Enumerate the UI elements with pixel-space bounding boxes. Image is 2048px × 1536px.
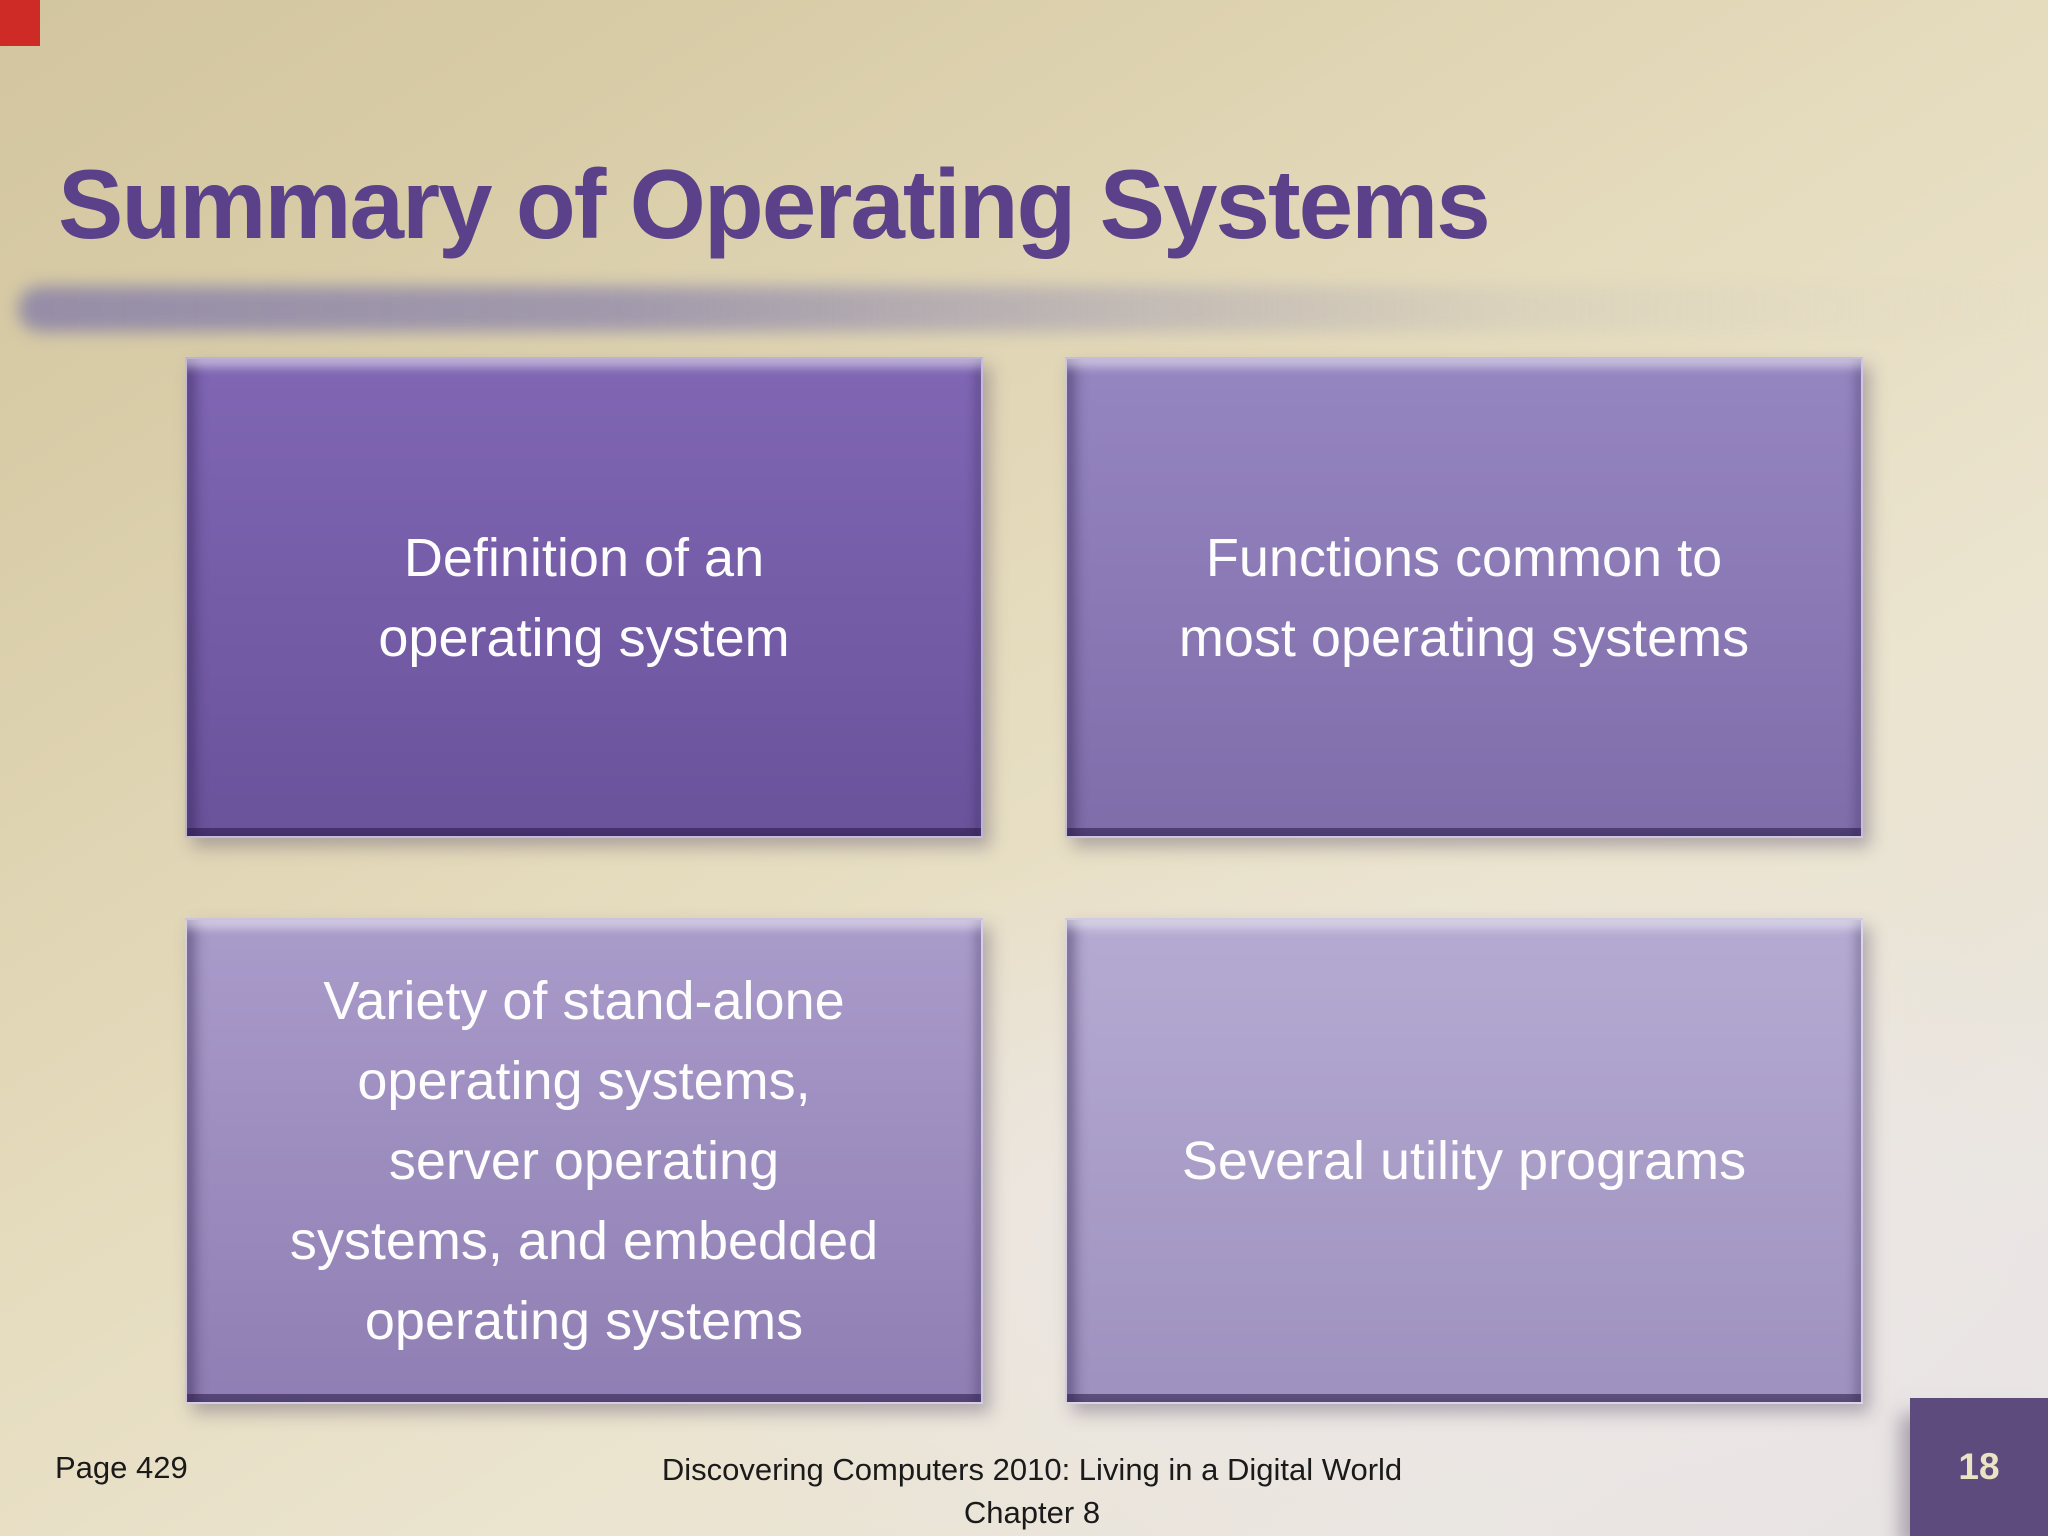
summary-box-label: Variety of stand-alone operating systems…	[289, 971, 879, 1351]
book-title-line: Discovering Computers 2010: Living in a …	[661, 1452, 1403, 1487]
summary-box-label: Functions common to most operating syste…	[1178, 527, 1750, 668]
page-title: Summary of Operating Systems	[58, 148, 1491, 259]
summary-box-functions: Functions common to most operating syste…	[1065, 357, 1863, 838]
title-underline-bar	[18, 286, 2030, 332]
summary-box-variety: Variety of stand-alone operating systems…	[185, 918, 983, 1404]
summary-box-utilities: Several utility programs	[1065, 918, 1863, 1404]
page-reference: Page 429	[55, 1450, 188, 1485]
summary-box-label: Definition of an operating system	[378, 527, 790, 668]
summary-box-label: Several utility programs	[1181, 1131, 1747, 1191]
footer-citation: Discovering Computers 2010: Living in a …	[512, 1448, 1552, 1534]
summary-box-definition: Definition of an operating system	[185, 357, 983, 838]
corner-marker	[0, 0, 40, 46]
chapter-line: Chapter 8	[963, 1495, 1101, 1530]
slide-number-badge: 18	[1910, 1398, 2048, 1536]
slide-number: 18	[1958, 1446, 2000, 1487]
